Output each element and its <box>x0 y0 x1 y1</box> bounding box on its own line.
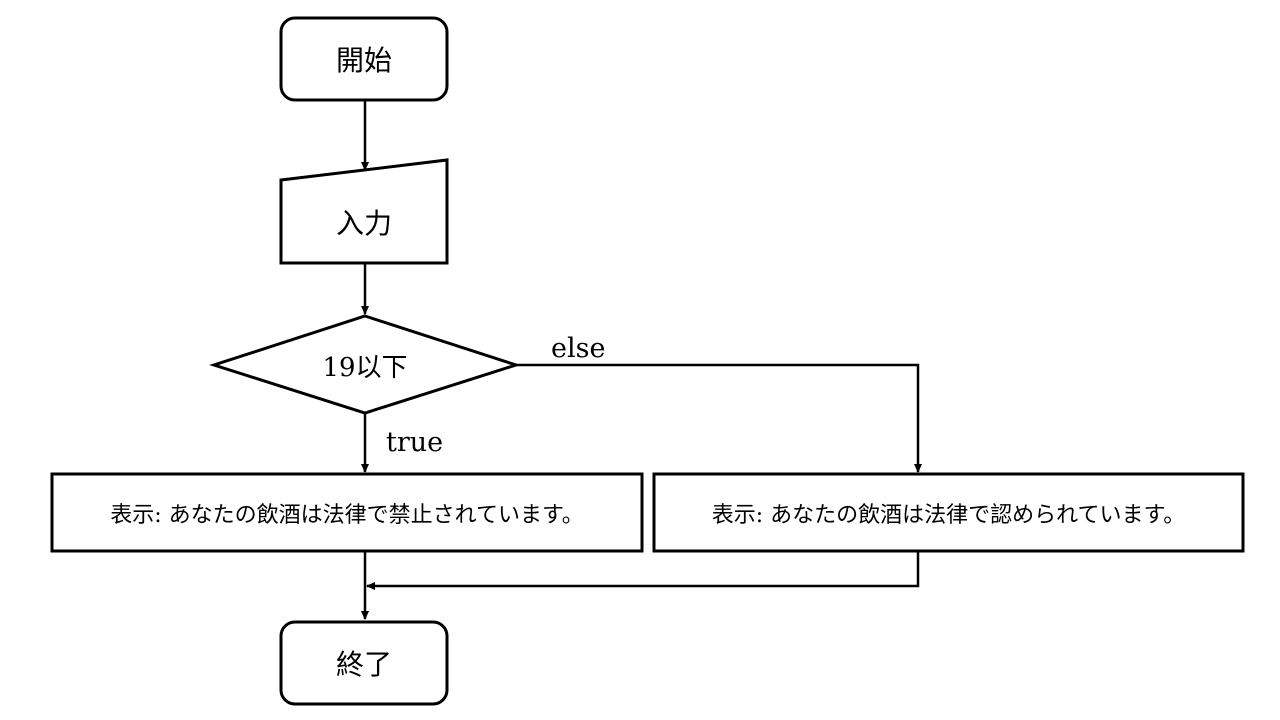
end-label: 終了 <box>335 648 392 681</box>
output-true-shape <box>50 472 644 553</box>
output-true-label: 表示: あなたの飲酒は法律で禁止されています。 <box>110 502 584 528</box>
end-terminal-shape <box>279 620 449 706</box>
else-edge-label: else <box>551 332 606 364</box>
input-shape <box>279 158 449 265</box>
true-edge-label: true <box>386 426 444 458</box>
decision-label: 19以下 <box>322 352 408 383</box>
input-label: 入力 <box>335 206 392 240</box>
arrow-else-merge <box>366 551 920 590</box>
start-label: 開始 <box>335 44 392 77</box>
output-false-shape <box>652 472 1245 553</box>
arrow-decision-to-else <box>516 363 922 473</box>
output-false-label: 表示: あなたの飲酒は法律で認められています。 <box>711 502 1186 528</box>
